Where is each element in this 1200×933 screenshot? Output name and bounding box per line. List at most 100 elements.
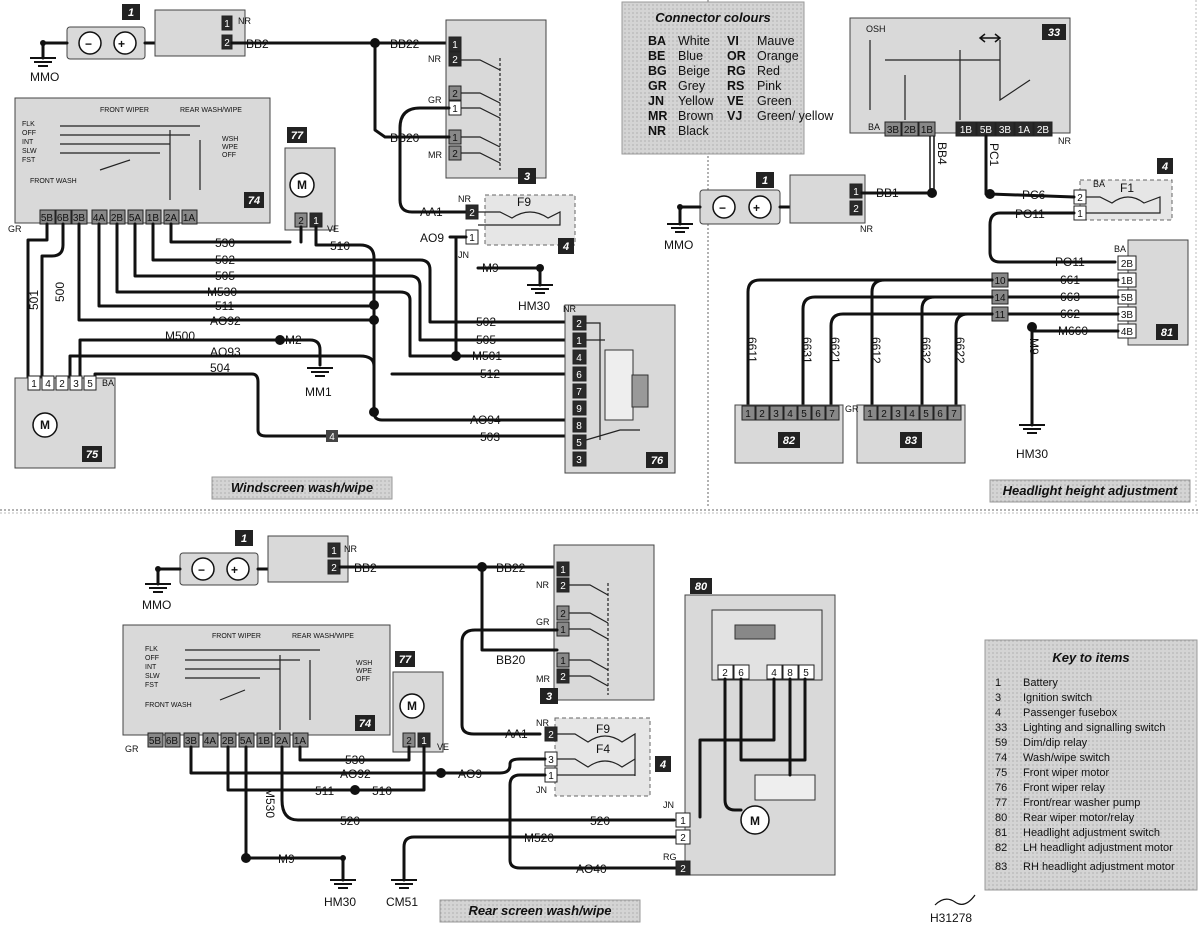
svg-text:FRONT WIPER: FRONT WIPER (100, 107, 149, 114)
svg-text:6: 6 (576, 370, 582, 381)
svg-text:JN: JN (458, 250, 469, 260)
badge-3: 3 (524, 171, 530, 183)
svg-text:PC6: PC6 (1022, 188, 1046, 202)
svg-text:3: 3 (773, 409, 779, 420)
svg-text:NR: NR (344, 544, 357, 554)
svg-text:2A: 2A (165, 213, 178, 224)
svg-text:4: 4 (787, 409, 793, 420)
svg-text:4: 4 (909, 409, 915, 420)
svg-text:BB2: BB2 (354, 561, 377, 575)
svg-text:PC1: PC1 (987, 143, 1001, 167)
svg-text:CM51: CM51 (386, 895, 418, 909)
svg-text:VE: VE (327, 224, 339, 234)
svg-text:3B: 3B (887, 125, 900, 136)
svg-text:1: 1 (745, 409, 751, 420)
svg-text:NR: NR (458, 194, 471, 204)
svg-text:33: 33 (995, 722, 1007, 734)
svg-text:MM1: MM1 (305, 385, 332, 399)
ground-label: MMO (30, 70, 59, 84)
svg-text:AO9: AO9 (420, 231, 444, 245)
svg-text:REAR WASH/WIPE: REAR WASH/WIPE (292, 633, 354, 640)
svg-text:BA: BA (868, 122, 880, 132)
svg-text:Front wiper motor: Front wiper motor (1023, 767, 1110, 779)
svg-text:+: + (231, 563, 238, 577)
c76-pins: 2 1 4 6 7 9 8 5 3 (572, 315, 587, 467)
svg-text:Passenger fusebox: Passenger fusebox (1023, 707, 1118, 719)
svg-text:1B: 1B (921, 125, 934, 136)
svg-text:M500: M500 (165, 329, 195, 343)
svg-text:Grey: Grey (678, 79, 706, 93)
svg-text:NR: NR (860, 224, 873, 234)
svg-text:AA1: AA1 (420, 205, 443, 219)
svg-text:6B: 6B (166, 736, 179, 747)
svg-text:3B: 3B (1121, 310, 1134, 321)
svg-text:6: 6 (937, 409, 943, 420)
rear-title: Rear screen wash/wipe (468, 903, 611, 918)
svg-text:6632: 6632 (919, 337, 933, 364)
svg-text:SLW: SLW (145, 673, 160, 680)
svg-text:5B: 5B (1121, 293, 1134, 304)
svg-text:510: 510 (330, 239, 350, 253)
svg-text:AO40: AO40 (576, 862, 607, 876)
svg-text:4A: 4A (93, 213, 106, 224)
c74-pins: 5B 6B 3B 4A 2B 5A 1B 2A 1A (39, 209, 198, 225)
svg-text:M: M (750, 814, 760, 828)
svg-text:BE: BE (648, 49, 665, 63)
svg-text:2B: 2B (904, 125, 917, 136)
c80-pins: 2 6 4 8 5 (717, 664, 815, 680)
svg-text:5: 5 (803, 668, 809, 679)
drawing-number: H31278 (930, 911, 972, 925)
svg-text:500: 500 (53, 282, 67, 302)
svg-text:OFF: OFF (145, 655, 159, 662)
badge-33: 33 (1048, 27, 1060, 39)
badge-77-rs: 77 (399, 654, 412, 666)
svg-text:F1: F1 (1120, 181, 1134, 195)
svg-text:OSH: OSH (866, 24, 886, 34)
svg-text:2: 2 (722, 668, 728, 679)
svg-text:Brown: Brown (678, 109, 713, 123)
svg-text:4B: 4B (1121, 327, 1134, 338)
svg-text:+: + (118, 37, 125, 51)
badge-1-rs: 1 (241, 533, 247, 545)
svg-text:662: 662 (1060, 307, 1080, 321)
svg-text:AO92: AO92 (210, 314, 241, 328)
svg-text:OFF: OFF (22, 130, 36, 137)
svg-text:4: 4 (576, 353, 582, 364)
svg-text:BB1: BB1 (876, 186, 899, 200)
svg-text:6611: 6611 (745, 337, 759, 363)
svg-text:INT: INT (22, 139, 34, 146)
svg-text:M530: M530 (207, 285, 237, 299)
svg-text:Front/rear washer pump: Front/rear washer pump (1023, 797, 1140, 809)
svg-text:5B: 5B (41, 213, 54, 224)
svg-text:M660: M660 (1058, 324, 1088, 338)
svg-text:530: 530 (215, 236, 235, 250)
svg-text:OFF: OFF (356, 676, 370, 683)
svg-text:5A: 5A (240, 736, 253, 747)
svg-text:6: 6 (815, 409, 821, 420)
svg-text:Orange: Orange (757, 49, 799, 63)
svg-text:1: 1 (867, 409, 873, 420)
svg-text:3: 3 (548, 755, 554, 766)
svg-text:−: − (198, 563, 205, 577)
svg-text:75: 75 (995, 767, 1007, 779)
svg-text:VI: VI (727, 34, 739, 48)
svg-text:2: 2 (759, 409, 765, 420)
svg-text:7: 7 (829, 409, 835, 420)
svg-text:Red: Red (757, 64, 780, 78)
svg-text:511: 511 (215, 299, 234, 313)
signature-scribble (934, 894, 976, 906)
svg-text:504: 504 (210, 361, 230, 375)
svg-text:White: White (678, 34, 710, 48)
svg-text:HM30: HM30 (324, 895, 356, 909)
svg-text:2: 2 (452, 55, 458, 66)
svg-text:RG: RG (727, 64, 746, 78)
svg-text:1: 1 (31, 379, 37, 390)
svg-text:2: 2 (680, 864, 686, 875)
svg-text:2: 2 (680, 833, 686, 844)
svg-text:M: M (40, 418, 50, 432)
badge-1-hl: 1 (762, 175, 768, 187)
svg-text:JN: JN (663, 800, 674, 810)
svg-text:83: 83 (995, 861, 1007, 873)
svg-text:1: 1 (313, 216, 319, 227)
